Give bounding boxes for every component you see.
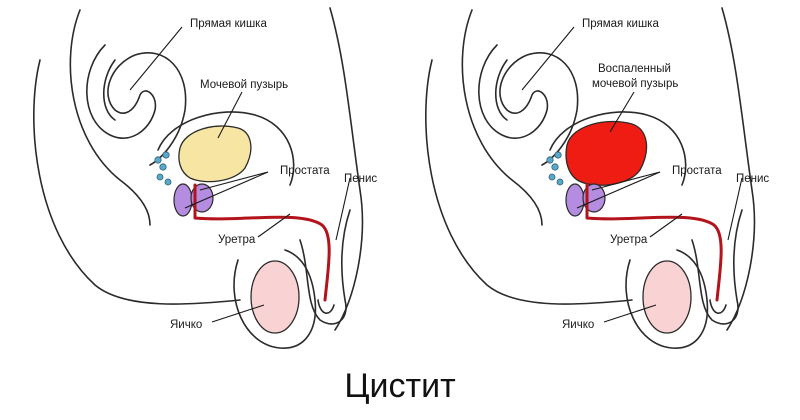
vesicle-dot — [165, 179, 171, 185]
vesicle-dot — [555, 152, 561, 158]
label-urethra: Уретра — [610, 234, 648, 246]
prostate-lobe — [566, 184, 584, 216]
label-rectum: Прямая кишка — [190, 18, 267, 30]
leader-penis — [336, 178, 350, 240]
panel-normal: Прямая кишка Мочевой пузырь Простата Пен… — [34, 8, 378, 348]
testis-shape — [643, 261, 691, 333]
vesicle-dot — [155, 157, 161, 163]
abdomen-inner-outline — [70, 10, 150, 225]
label-rectum: Прямая кишка — [582, 18, 659, 30]
label-urethra: Уретра — [218, 234, 256, 246]
vesicle-dot — [547, 157, 553, 163]
leader-rectum — [522, 27, 574, 90]
penis-inner-outline — [318, 300, 334, 313]
body-front-outline — [330, 8, 362, 330]
label-prostate: Простата — [280, 165, 330, 177]
label-testis: Яичко — [170, 319, 202, 331]
label-prostate: Простата — [672, 165, 722, 177]
bladder-shape — [179, 126, 251, 182]
body-front-outline — [722, 8, 754, 330]
testis-shape — [251, 261, 299, 333]
vesicle-dot — [163, 152, 169, 158]
label-bladder: Мочевой пузырь — [200, 79, 288, 91]
penis-inner-outline — [710, 300, 726, 313]
vesicle-dot — [157, 174, 163, 180]
abdomen-inner-outline — [462, 10, 542, 225]
vesicle-dot — [552, 164, 558, 170]
rectum-inner-outline — [496, 60, 507, 120]
vesicle-dot — [557, 179, 563, 185]
rectum-inner-outline — [104, 60, 115, 120]
prostate-lobe — [174, 184, 192, 216]
rectum-outline — [479, 45, 578, 165]
vesicle-dot — [549, 174, 555, 180]
inflamed-bladder-shape — [566, 122, 647, 186]
label-penis: Пенис — [736, 173, 769, 185]
label-testis: Яичко — [562, 319, 594, 331]
rectum-outline — [87, 45, 186, 165]
diagram-caption: Цистит — [0, 366, 800, 406]
label-penis: Пенис — [344, 173, 377, 185]
panel-cystitis: Прямая кишка Воспаленный мочевой пузырь … — [426, 8, 770, 348]
leader-rectum — [130, 27, 182, 90]
leader-penis — [728, 178, 742, 240]
vesicle-dot — [160, 164, 166, 170]
label-bladder-line1: Воспаленный — [598, 63, 671, 75]
label-bladder-line2: мочевой пузырь — [592, 78, 678, 90]
